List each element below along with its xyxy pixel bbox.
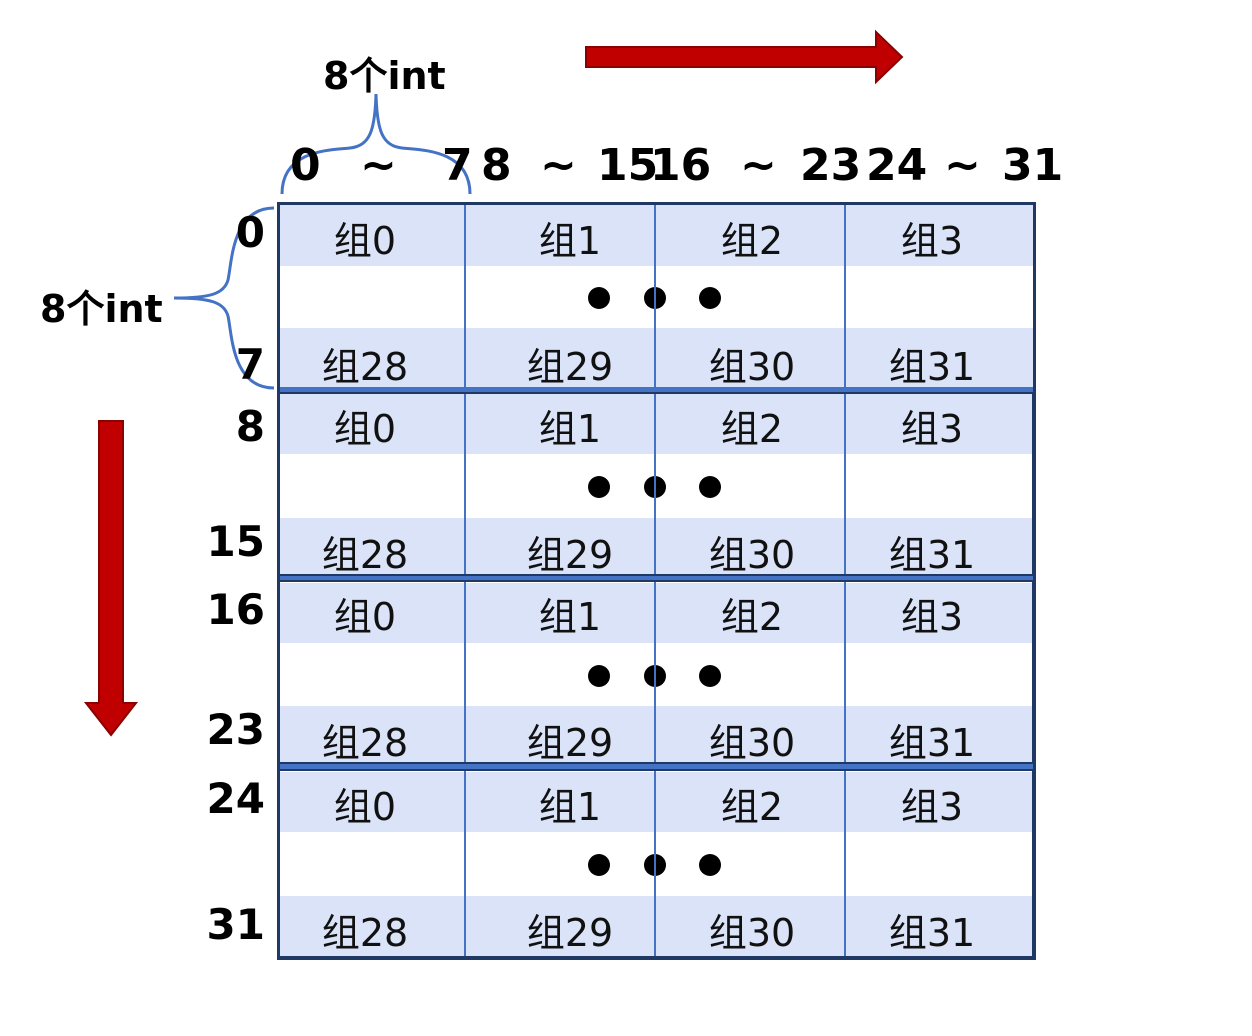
block-3-bottom-cell: 组30 [708, 911, 796, 955]
block-3-top-cell: 组2 [720, 785, 784, 829]
block-0-bottom-cell: 组31 [888, 345, 976, 389]
left-brace-icon [173, 206, 275, 390]
column-label-tilde: ~ [540, 140, 577, 191]
block-1-bottom-cell: 组28 [321, 533, 409, 577]
block-0-top-cell: 组1 [538, 219, 602, 263]
row-label-7: 7 [235, 340, 265, 389]
row-label-23: 23 [206, 705, 265, 754]
block-2-bottom-cell: 组28 [321, 721, 409, 765]
block-3-top-cell: 组1 [538, 785, 602, 829]
column-label-tilde: ~ [360, 140, 397, 191]
block-1-bottom-cell: 组30 [708, 533, 796, 577]
row-label-8: 8 [235, 402, 265, 451]
block-2-top-cell: 组2 [720, 595, 784, 639]
block-0-top-cell: 组0 [333, 219, 397, 263]
ellipsis-dot [588, 854, 610, 876]
column-label-tilde: ~ [740, 140, 777, 191]
column-label-15: 15 [597, 140, 659, 191]
block-0-bottom-cell: 组30 [708, 345, 796, 389]
block-3-bottom-cell: 组29 [526, 911, 614, 955]
block-1-top-cell: 组2 [720, 407, 784, 451]
block-1-bottom-cell: 组31 [888, 533, 976, 577]
block-2-bottom-cell: 组30 [708, 721, 796, 765]
block-1-top-cell: 组0 [333, 407, 397, 451]
column-label-tilde: ~ [944, 140, 981, 191]
ellipsis-dot [588, 287, 610, 309]
block-separator [277, 387, 1034, 393]
grid-outer-border [277, 202, 1036, 960]
block-3-top-cell: 组0 [333, 785, 397, 829]
ellipsis-dot [588, 665, 610, 687]
column-label-7: 7 [442, 140, 473, 191]
right-arrow-icon [585, 29, 904, 85]
ellipsis-dot [699, 665, 721, 687]
block-separator [277, 764, 1034, 770]
row-label-16: 16 [206, 585, 265, 634]
ellipsis-dot [699, 476, 721, 498]
block-0-top-cell: 组3 [900, 219, 964, 263]
block-0-bottom-cell: 组28 [321, 345, 409, 389]
column-label-0: 0 [290, 140, 321, 191]
block-separator [277, 575, 1034, 581]
block-2-bottom-cell: 组31 [888, 721, 976, 765]
block-2-top-cell: 组0 [333, 595, 397, 639]
block-0-top-cell: 组2 [720, 219, 784, 263]
top-brace-icon [280, 93, 472, 195]
top-brace-label: 8个int [323, 54, 446, 98]
ellipsis-dot [588, 476, 610, 498]
block-0-bottom-cell: 组29 [526, 345, 614, 389]
column-label-23: 23 [800, 140, 862, 191]
column-label-31: 31 [1002, 140, 1064, 191]
down-arrow-icon [83, 420, 139, 737]
thread-grid: 组0 组1 组2 组3 组28 组29 组30 组31 组0 组1 组2 组3 … [277, 202, 1036, 960]
block-3-top-cell: 组3 [900, 785, 964, 829]
column-label-16: 16 [650, 140, 712, 191]
block-3-bottom-cell: 组31 [888, 911, 976, 955]
block-1-top-cell: 组3 [900, 407, 964, 451]
row-label-15: 15 [206, 517, 265, 566]
row-label-31: 31 [206, 900, 265, 949]
row-label-24: 24 [206, 774, 265, 823]
left-brace-label: 8个int [40, 287, 163, 331]
column-label-24: 24 [866, 140, 928, 191]
block-3-bottom-cell: 组28 [321, 911, 409, 955]
block-1-bottom-cell: 组29 [526, 533, 614, 577]
block-2-top-cell: 组1 [538, 595, 602, 639]
block-2-bottom-cell: 组29 [526, 721, 614, 765]
ellipsis-dot [699, 854, 721, 876]
column-label-8: 8 [481, 140, 512, 191]
row-label-0: 0 [235, 208, 265, 257]
block-2-top-cell: 组3 [900, 595, 964, 639]
block-1-top-cell: 组1 [538, 407, 602, 451]
ellipsis-dot [699, 287, 721, 309]
